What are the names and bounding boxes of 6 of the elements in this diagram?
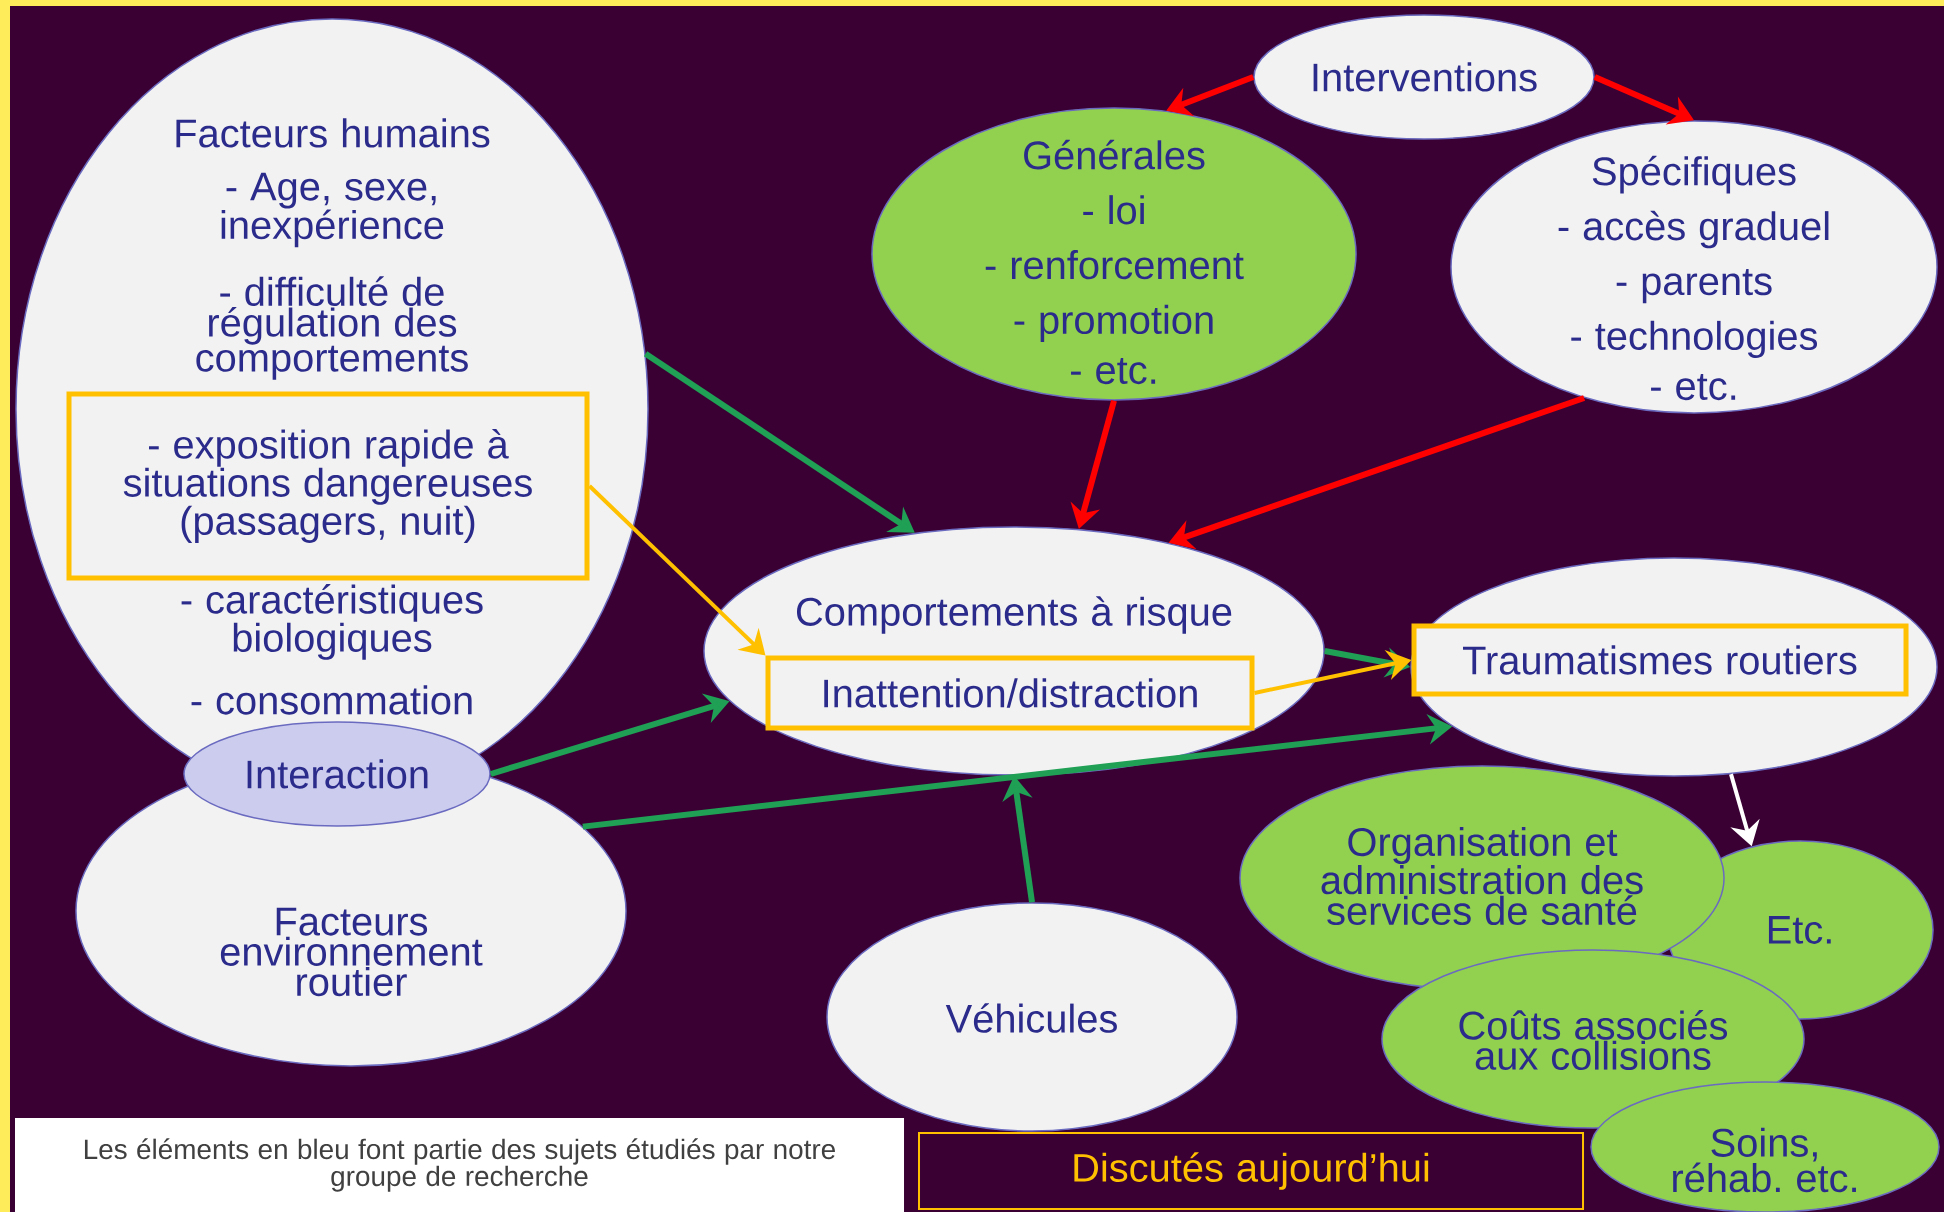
node-label: Etc. <box>1768 916 1831 944</box>
highlight-box: Traumatismes routiers <box>1411 623 1909 697</box>
legend-box: Discutés aujourd’hui <box>918 1132 1584 1210</box>
highlight-box: Inattention/distraction <box>765 655 1255 731</box>
note-box: Les éléments en bleu font partie des sujets étudiés par notre groupe de recherche <box>15 1118 904 1212</box>
highlight-box: - exposition rapide à situations dangereuses (passagers, nuit) <box>66 391 590 581</box>
